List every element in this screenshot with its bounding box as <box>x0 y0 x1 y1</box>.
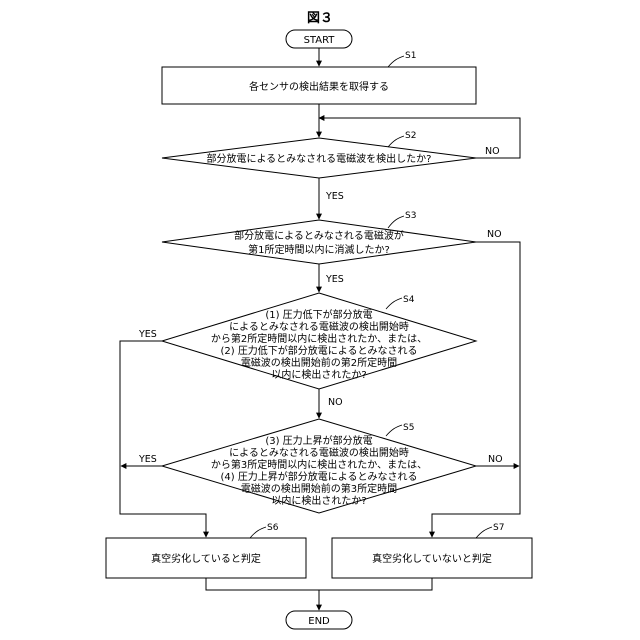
s6-to-end-line <box>206 578 319 590</box>
s2-step-label: S2 <box>405 131 416 141</box>
s2-yes-label: YES <box>325 191 344 202</box>
s5-text-line-3: から第3所定時間以内に検出されたか、または、 <box>211 458 427 471</box>
s2-step-leader <box>388 136 404 147</box>
s1-text: 各センサの検出結果を取得する <box>249 80 389 93</box>
s5-step-leader <box>386 425 402 436</box>
s3-step-leader <box>388 216 404 228</box>
s6-step-leader <box>250 527 266 538</box>
s3-text-line-2: 第1所定時間以内に消滅したか? <box>248 243 390 256</box>
start-label: START <box>304 35 336 46</box>
s5-text-line-2: によるとみなされる電磁波の検出開始時 <box>229 446 409 459</box>
s7-text: 真空劣化していないと判定 <box>372 552 492 565</box>
s5-no-label: NO <box>488 454 503 465</box>
s4-yes-label: YES <box>138 329 157 340</box>
s2-no-label: NO <box>485 146 500 157</box>
s5-yes-label: YES <box>138 454 157 465</box>
s6-text: 真空劣化していると判定 <box>151 552 261 565</box>
s5-text-line-1: (3) 圧力上昇が部分放電 <box>265 434 372 447</box>
s1-step-label: S1 <box>405 51 416 61</box>
s7-step-label: S7 <box>493 523 504 533</box>
s5-text-line-4: (4) 圧力上昇が部分放電によるとみなされる <box>220 470 417 483</box>
s3-step-label: S3 <box>405 211 416 221</box>
s4-yes-line <box>120 341 162 458</box>
s3-no-label: NO <box>487 229 502 240</box>
s4-text-line-5: 電磁波の検出開始前の第2所定時間 <box>241 356 397 369</box>
s4-text-line-4: (2) 圧力低下が部分放電によるとみなされる <box>220 344 417 357</box>
s4-no-label: NO <box>328 397 343 408</box>
s2-text-line-1: 部分放電によるとみなされる電磁波を検出したか? <box>206 152 431 165</box>
s7-step-leader <box>476 527 492 538</box>
s4-text-line-2: によるとみなされる電磁波の検出開始時 <box>229 320 409 333</box>
end-label: END <box>308 616 330 627</box>
s4-text-line-6: 以内に検出されたか? <box>271 368 366 381</box>
s1-step-leader <box>388 56 404 67</box>
s3-decision-diamond <box>162 220 476 264</box>
s3-no-line <box>476 242 520 458</box>
s3-yes-label: YES <box>325 274 344 285</box>
s4-text-line-1: (1) 圧力低下が部分放電 <box>265 308 372 321</box>
s4-step-label: S4 <box>403 295 415 305</box>
s5-text-line-5: 電磁波の検出開始前の第3所定時間 <box>241 482 397 495</box>
figure-title: 図３ <box>307 11 333 26</box>
s3-text-line-1: 部分放電によるとみなされる電磁波が <box>234 229 404 242</box>
s6-step-label: S6 <box>267 523 279 533</box>
s7-to-end-line <box>319 578 432 590</box>
s5-text-line-6: 以内に検出されたか? <box>271 494 366 507</box>
s4-text-line-3: から第2所定時間以内に検出されたか、または、 <box>211 332 427 345</box>
s4-step-leader <box>386 298 402 309</box>
s5-step-label: S5 <box>403 423 414 433</box>
